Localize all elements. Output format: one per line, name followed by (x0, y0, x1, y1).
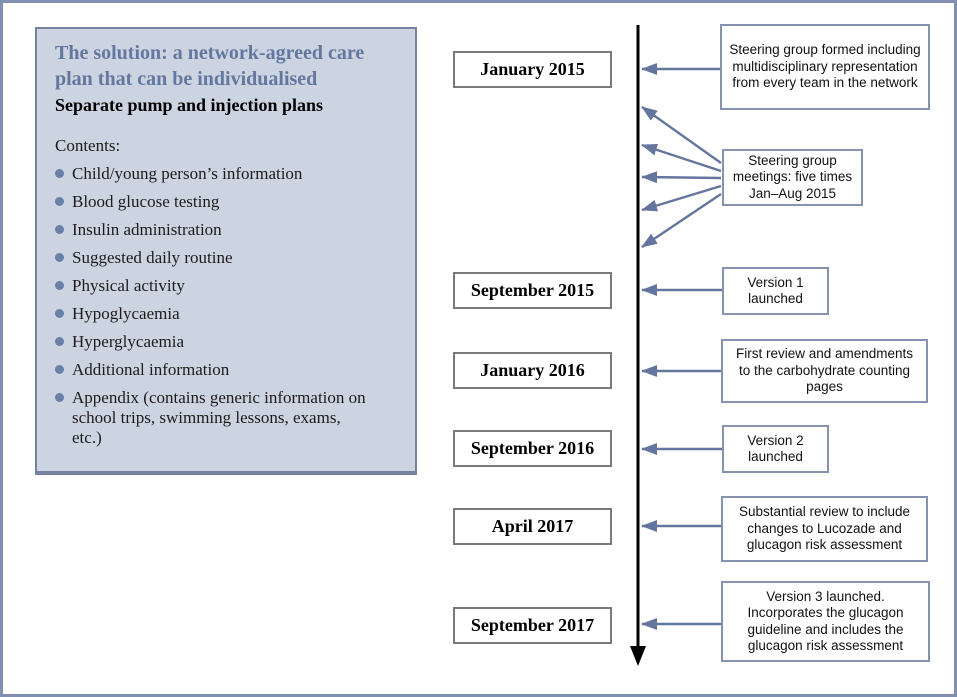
annotation-box: Steering group formed including multidis… (720, 24, 930, 110)
arrow-meeting-4 (641, 184, 722, 212)
annotation-box: Version 1 launched (722, 267, 829, 315)
annotation-box: Version 3 launched. Incorporates the glu… (721, 581, 930, 662)
annotation-box: Substantial review to include changes to… (721, 496, 928, 562)
date-label: January 2015 (480, 59, 585, 79)
list-item: Insulin administration (55, 220, 367, 240)
list-item: Child/young person’s information (55, 164, 367, 184)
bullet-icon (55, 225, 64, 235)
panel-subtitle: Separate pump and injection plans (55, 95, 324, 115)
annotation-text: Steering group formed including multidis… (729, 42, 921, 91)
timeline-date-box: September 2015 (453, 272, 612, 309)
list-item-label: Appendix (contains generic information o… (72, 388, 366, 448)
list-item: Physical activity (55, 276, 367, 296)
arrow-meeting-5 (641, 193, 722, 248)
bullet-icon (55, 309, 64, 319)
list-item-label: Additional information (72, 360, 230, 380)
list-item: Appendix (contains generic information o… (55, 388, 367, 448)
date-label: September 2015 (470, 280, 595, 300)
bullet-icon (55, 169, 64, 178)
bullet-icon (55, 253, 64, 263)
timeline-axis-arrowhead-icon (630, 646, 646, 666)
annotation-text: Substantial review to include changes to… (738, 504, 911, 553)
annotation-text: Version 1 launched (747, 274, 804, 306)
list-item: Additional information (55, 360, 367, 380)
annotation-text: Version 3 launched. Incorporates the glu… (747, 588, 904, 653)
annotation-box: First review and amendments to the carbo… (721, 339, 928, 403)
annotation-box: Version 2 launched (722, 425, 829, 473)
annotation-text: Steering group meetings: five times Jan–… (732, 152, 853, 201)
list-item-label: Hyperglycaemia (72, 332, 185, 352)
list-item: Hypoglycaemia (55, 304, 367, 324)
list-item-label: Suggested daily routine (72, 248, 233, 268)
list-item-label: Hypoglycaemia (72, 304, 180, 324)
bullet-icon (55, 337, 64, 347)
date-label: April 2017 (491, 516, 574, 536)
date-label: September 2016 (470, 438, 595, 458)
bullet-icon (55, 393, 64, 403)
timeline-date-box: January 2016 (453, 352, 612, 389)
annotation-arrows (641, 63, 722, 630)
timeline-date-box: September 2016 (453, 430, 612, 467)
list-item: Suggested daily routine (55, 248, 367, 268)
date-label: September 2017 (470, 615, 595, 635)
timeline-axis (630, 25, 646, 666)
bullet-icon (55, 365, 64, 375)
list-item: Blood glucose testing (55, 192, 367, 212)
contents-list: Child/young person’s information Blood g… (55, 164, 367, 449)
contents-label: Contents: (55, 136, 121, 155)
annotation-box: Steering group meetings: five times Jan–… (722, 149, 863, 206)
list-item-label: Insulin administration (72, 220, 222, 240)
info-panel: The solution: a network-agreed care plan… (35, 27, 417, 475)
panel-title: The solution: a network-agreed care plan… (55, 42, 365, 90)
list-item-label: Physical activity (72, 276, 185, 296)
annotation-text: First review and amendments to the carbo… (735, 346, 914, 395)
bullet-icon (55, 281, 64, 291)
timeline-date-box: January 2015 (453, 51, 612, 88)
date-label: January 2016 (480, 360, 585, 380)
list-item-label: Blood glucose testing (72, 192, 220, 212)
arrow-meeting-1 (641, 106, 722, 164)
list-item: Hyperglycaemia (55, 332, 367, 352)
bullet-icon (55, 197, 64, 207)
list-item-label: Child/young person’s information (72, 164, 303, 183)
timeline-date-box: September 2017 (453, 607, 612, 644)
arrow-meeting-3 (641, 171, 722, 184)
annotation-text: Version 2 launched (747, 432, 804, 464)
arrow-meeting-2 (641, 143, 722, 173)
timeline-date-box: April 2017 (453, 508, 612, 545)
